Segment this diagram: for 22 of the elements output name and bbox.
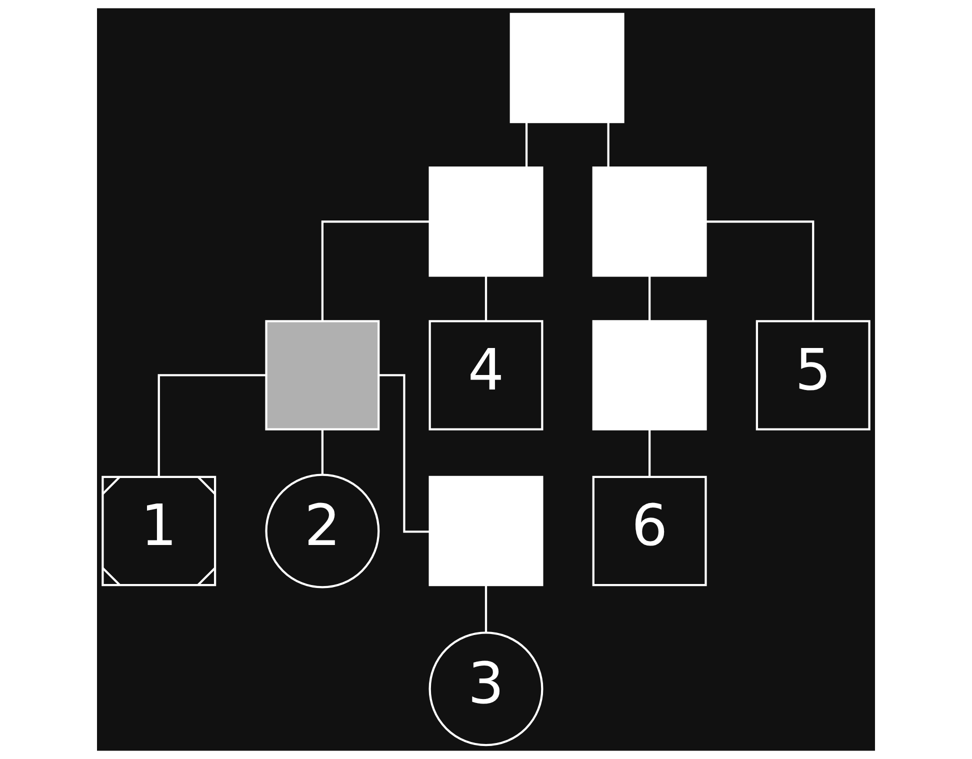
node-box <box>428 166 544 277</box>
node-box <box>265 320 380 430</box>
node-box <box>510 12 624 124</box>
node-box: 5 <box>756 320 870 430</box>
node-box: 4 <box>428 320 544 430</box>
connector <box>648 430 651 477</box>
connector <box>525 122 528 168</box>
node-circle: 2 <box>265 474 380 588</box>
connector <box>378 374 430 533</box>
node-box: 6 <box>592 476 707 586</box>
connector <box>484 276 488 322</box>
connector <box>648 276 651 322</box>
node-box <box>592 166 707 277</box>
node-circle: 3 <box>428 632 544 746</box>
connector <box>158 374 266 476</box>
connector <box>484 585 488 632</box>
node-box <box>428 476 544 586</box>
connector <box>607 122 610 168</box>
node-box <box>592 320 707 430</box>
connector <box>706 220 814 322</box>
connector <box>321 220 430 322</box>
connector <box>321 430 324 475</box>
